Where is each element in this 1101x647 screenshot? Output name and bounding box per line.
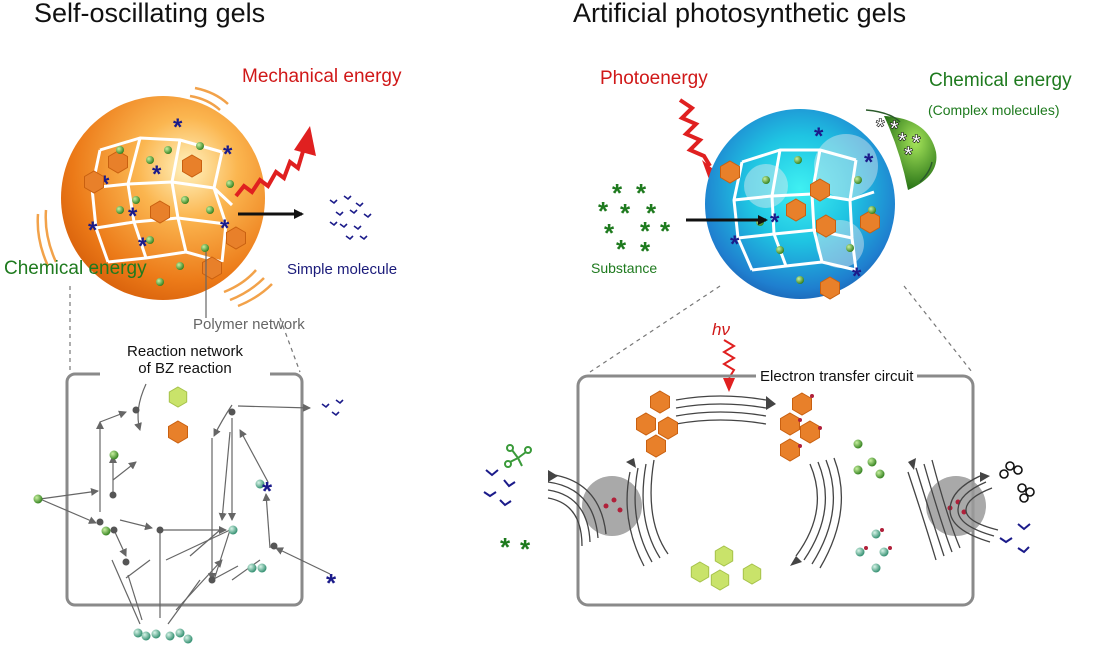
svg-text:*: *	[223, 141, 233, 168]
reaction-network-label-line2: of BZ reaction	[138, 360, 232, 377]
substance-cluster: *** *** *** *	[598, 178, 671, 266]
svg-text:*: *	[912, 130, 921, 155]
reaction-network-label-line1: Reaction network	[127, 343, 243, 360]
right-zoom-line-b	[903, 285, 973, 373]
simple-molecule-cluster	[329, 195, 372, 241]
polymer-network-label: Polymer network	[193, 316, 305, 333]
svg-text:*: *	[138, 233, 148, 260]
svg-text:*: *	[520, 534, 531, 564]
self-oscillating-gel: *** *** **	[36, 86, 372, 318]
svg-text:*: *	[598, 196, 609, 226]
substance-label: Substance	[591, 260, 658, 276]
svg-text:*: *	[620, 198, 631, 228]
svg-text:*: *	[640, 236, 651, 266]
simple-molecule-label: Simple molecule	[287, 261, 398, 278]
svg-text:*: *	[730, 231, 740, 258]
mechanical-energy-wave	[234, 147, 306, 198]
hv-wave	[722, 339, 736, 379]
svg-text:*: *	[100, 171, 110, 198]
right-zoom-line-a	[589, 285, 721, 373]
svg-text:*: *	[326, 568, 337, 598]
svg-text:*: *	[660, 216, 671, 246]
svg-text:*: *	[814, 123, 824, 150]
left-zoom-line-b	[279, 317, 301, 373]
hv-arrowhead	[723, 378, 735, 392]
white-star-products: *** **	[876, 114, 922, 168]
svg-text:*: *	[640, 216, 651, 246]
reaction-network-label: Reaction network of BZ reaction	[100, 343, 270, 377]
bz-reaction-network: **	[33, 383, 344, 644]
svg-text:*: *	[646, 198, 657, 228]
svg-text:*: *	[864, 149, 874, 176]
svg-text:*: *	[128, 203, 138, 230]
svg-text:*: *	[262, 476, 273, 506]
svg-text:*: *	[173, 114, 183, 141]
svg-text:*: *	[500, 532, 511, 562]
svg-text:*: *	[612, 178, 623, 208]
vibration-arcs	[36, 86, 273, 308]
svg-text:*: *	[616, 234, 627, 264]
right-chemical-energy-label: Chemical energy	[929, 70, 1072, 91]
svg-text:*: *	[770, 209, 780, 236]
left-chemical-energy-label: Chemical energy	[4, 258, 147, 279]
svg-text:*: *	[898, 128, 907, 153]
svg-text:*: *	[88, 217, 98, 244]
svg-text:*: *	[852, 263, 862, 290]
complex-molecules-label: (Complex molecules)	[928, 102, 1060, 118]
hv-label: hν	[712, 320, 730, 339]
photoenergy-wave	[678, 98, 712, 168]
left-panel-title: Self-oscillating gels	[34, 0, 266, 28]
polymer-network-mesh	[89, 136, 234, 264]
svg-text:*: *	[890, 116, 899, 141]
svg-text:*: *	[604, 218, 615, 248]
right-panel-title: Artificial photosynthetic gels	[573, 0, 907, 28]
blue-star-molecules: *** *** **	[88, 114, 233, 260]
mechanical-energy-arrowhead	[294, 126, 316, 156]
green-beads	[116, 142, 234, 286]
photoenergy-label: Photoenergy	[600, 68, 708, 89]
photosynthetic-gel: *** ** *** ** *** *** *** *	[598, 98, 937, 300]
complex-molecules-cap	[884, 116, 937, 190]
electron-transfer-circuit: **	[483, 390, 1035, 591]
svg-text:*: *	[152, 161, 162, 188]
electron-transfer-label: Electron transfer circuit	[756, 368, 918, 385]
svg-text:*: *	[904, 142, 913, 167]
svg-text:*: *	[636, 178, 647, 208]
svg-text:*: *	[220, 215, 230, 242]
svg-text:*: *	[876, 114, 885, 139]
mechanical-energy-label: Mechanical energy	[242, 66, 402, 87]
